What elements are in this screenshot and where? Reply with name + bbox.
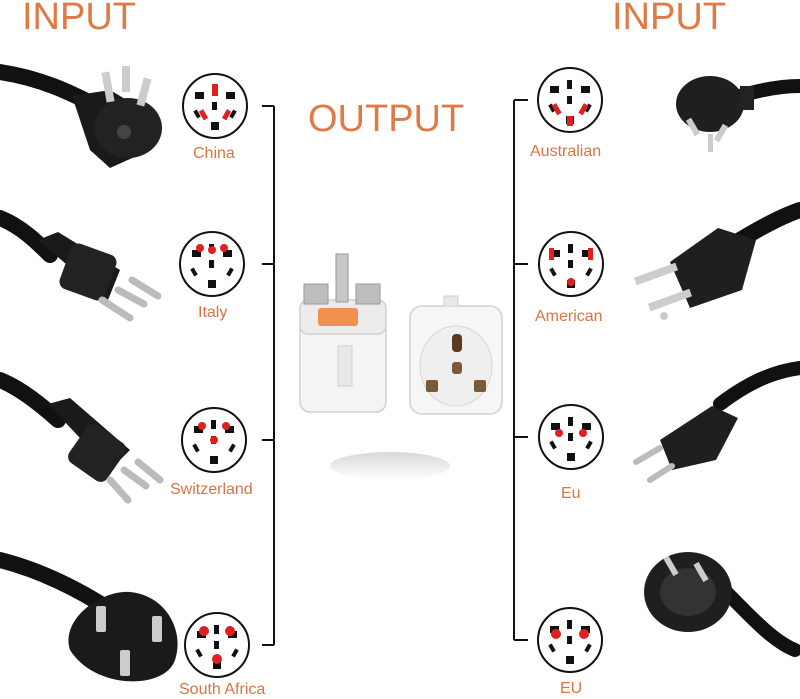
label-italy: Italy [198,304,228,321]
label-south-africa: South Africa [179,681,266,698]
label-australian: Australian [530,143,602,160]
label-american: American [535,308,603,325]
label-china: China [193,145,235,162]
right-connector [513,99,528,641]
adapter-ground-shadow [330,452,450,480]
socket-icon-italy [179,231,245,297]
italy-plug-icon [0,210,162,322]
output-heading: OUTPUT [308,98,465,140]
label-switzerland: Switzerland [170,481,253,498]
universal-adapter-icon [409,295,503,415]
socket-icon-eu-schuko [537,607,603,673]
eu-plug-icon [633,361,800,483]
australian-plug-icon [676,76,800,152]
uk-adapter-icon [299,253,387,413]
schuko-plug-icon [644,552,800,657]
left-connector [262,105,275,646]
china-plug-icon [0,64,162,168]
socket-icon-australian [537,67,603,133]
label-eu-schuko: EU [560,680,583,697]
socket-icon-china [182,73,248,139]
american-plug-icon [633,202,800,320]
socket-icon-switzerland [181,407,247,473]
input-heading-left: INPUT [22,0,136,38]
label-eu: Eu [561,485,581,502]
socket-icon-american [538,231,604,297]
south-africa-plug-icon [0,552,178,682]
input-heading-right: INPUT [612,0,726,38]
socket-icon-eu [538,404,604,470]
socket-icon-south-africa [184,612,250,678]
switzerland-plug-icon [0,372,164,504]
